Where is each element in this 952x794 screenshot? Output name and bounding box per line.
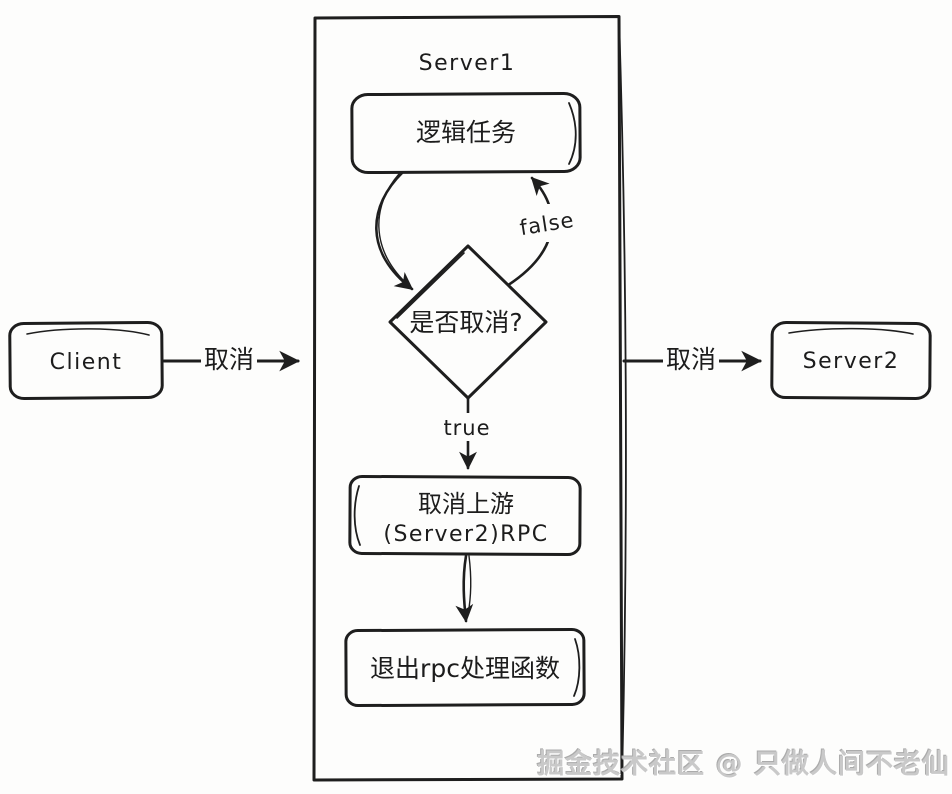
node-exit-handler-label: 退出rpc处理函数 [370,654,560,683]
node-logic-task-label: 逻辑任务 [416,118,516,147]
server1-container-title: Server1 [419,51,516,76]
node-decision-shape [388,244,548,400]
server1-container-border-sketch [618,16,627,780]
node-cancel-upstream: 取消上游 (Server2)RPC [348,474,582,557]
node-cancel-upstream-line2: (Server2)RPC [383,522,548,547]
edge-server1-to-server2-label: 取消 [666,345,716,374]
node-server2-shape [770,321,932,400]
edge-cancel-to-exit-line [455,554,474,623]
edge-decision-true: true [441,397,493,470]
node-client: Client [8,320,164,401]
node-exit-handler: 退出rpc处理函数 [344,627,586,708]
edge-server1-to-server2: 取消 [622,335,762,375]
node-exit-handler-shape [344,627,586,708]
node-decision: 是否取消? [388,244,548,400]
node-logic-task: 逻辑任务 [350,91,582,175]
edge-decision-false: false [493,176,580,295]
node-server2: Server2 [770,321,932,400]
edge-label-mask [441,413,493,441]
node-cancel-upstream-sketch [353,485,361,546]
edge-decision-true-label: true [443,416,490,440]
edge-logic-to-decision-line [375,170,414,291]
node-decision-label: 是否取消? [409,308,522,337]
node-cancel-upstream-line1: 取消上游 [418,490,514,518]
node-cancel-upstream-shape [348,474,582,557]
node-decision-sketch [396,252,465,319]
edge-logic-to-decision-sketch [378,173,407,284]
node-logic-task-sketch [568,102,577,165]
node-client-shape [8,320,164,401]
edge-logic-to-decision [375,170,414,291]
node-logic-task-shape [350,91,582,175]
edge-label-mask [514,204,580,242]
server1-container: Server1 [312,15,627,782]
watermark-text: 掘金技术社区 @ 只做人间不老仙 [537,749,950,780]
node-server2-label: Server2 [803,349,900,374]
node-client-sketch [26,328,150,336]
node-server2-sketch [788,327,914,335]
edge-cancel-to-exit-sketch [467,555,472,615]
edge-label-mask [663,335,719,375]
edge-label-mask [201,335,257,375]
node-exit-handler-sketch [573,638,581,697]
edge-client-to-server1: 取消 [162,335,300,375]
edge-client-to-server1-label: 取消 [204,345,254,374]
node-client-label: Client [50,350,123,375]
edge-cancel-to-exit [455,554,474,623]
